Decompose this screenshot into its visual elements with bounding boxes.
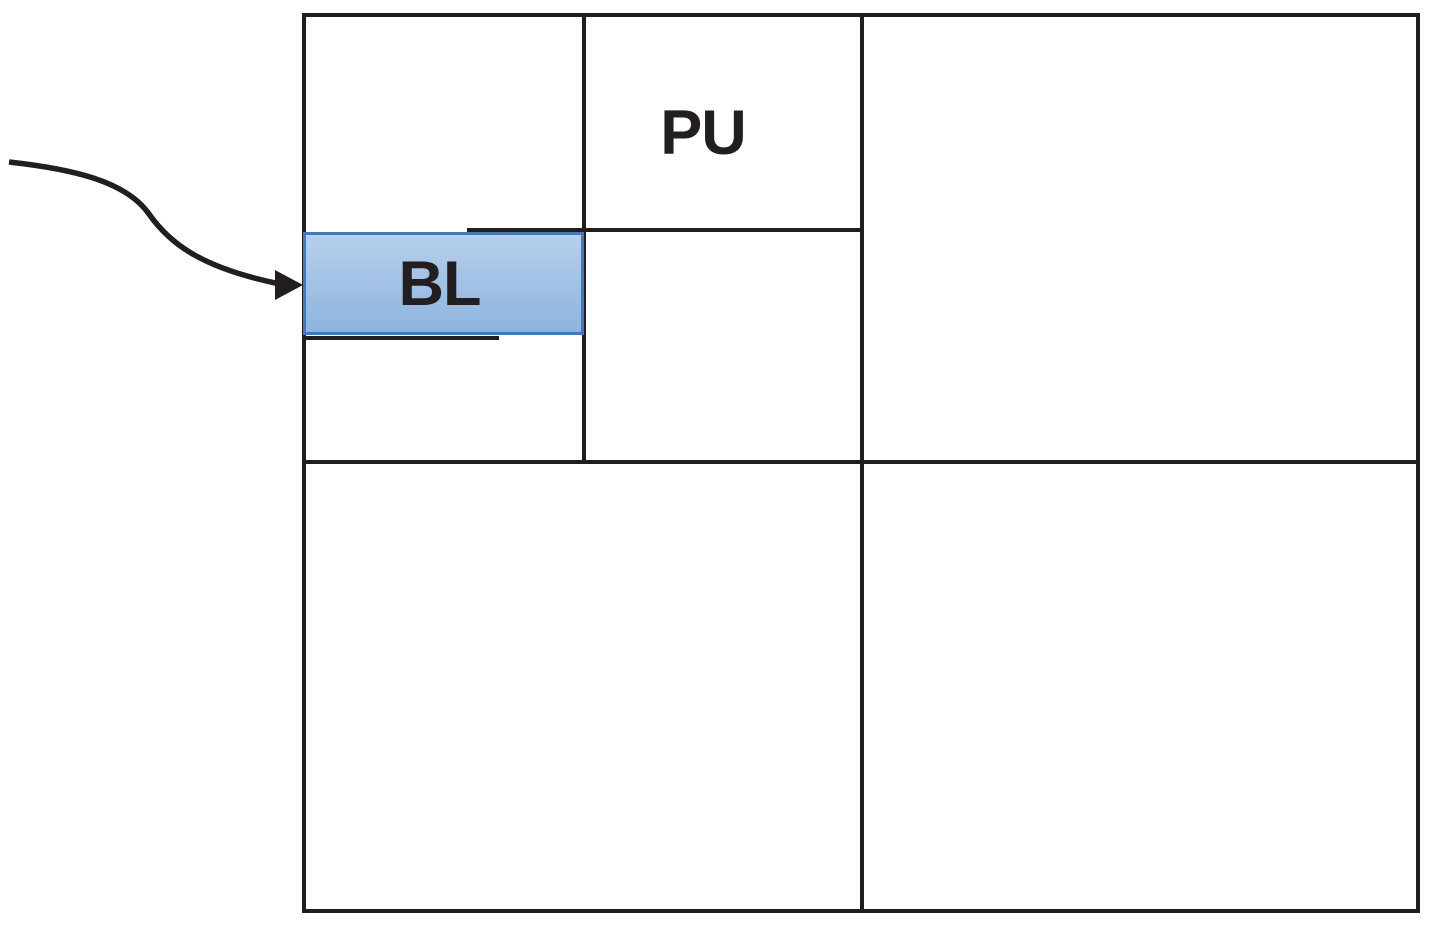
bl-label: BL: [398, 249, 482, 319]
divider-vertical-topleft: [582, 13, 586, 464]
pu-label: PU: [660, 98, 747, 168]
bl-block: BL: [303, 232, 584, 335]
divider-under-bl-block: [303, 336, 499, 340]
divider-under-pu-cell: [467, 228, 864, 232]
divider-horizontal-main: [302, 460, 1420, 464]
arrow-head: [275, 270, 303, 300]
arrow-shaft: [8, 159, 281, 287]
pu-cell: PU: [586, 17, 860, 228]
